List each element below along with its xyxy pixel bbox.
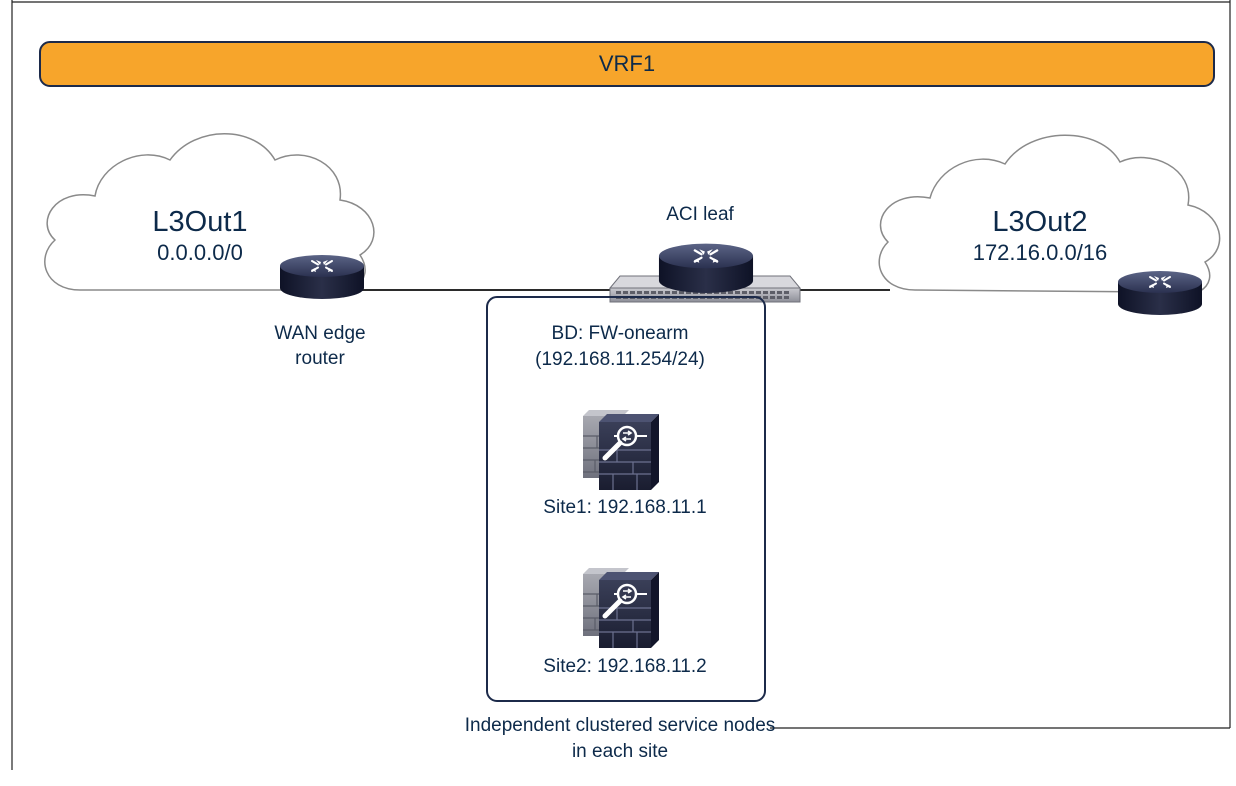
wan-router-label-line1: WAN edge (274, 323, 366, 344)
firewall-site1-label: Site1: 192.168.11.1 (543, 497, 707, 518)
l3out1-title: L3Out1 (152, 206, 248, 238)
caption-line2: in each site (571, 741, 669, 762)
l3out1-subnet: 0.0.0.0/0 (157, 240, 243, 265)
wan-router-label: WAN edge router (250, 322, 390, 371)
leaf-switch-icon (608, 242, 802, 303)
bridge-domain-subnet: (192.168.11.254/24) (535, 349, 705, 370)
cloud-icon (44, 133, 375, 295)
l3out2-title: L3Out2 (992, 206, 1088, 238)
firewall-icon (583, 568, 659, 648)
wan-router-label-line2: router (295, 347, 345, 369)
l3out2-subnet: 172.16.0.0/16 (972, 240, 1108, 265)
bridge-domain-name: BD: FW-onearm (551, 323, 689, 344)
vrf-label: VRF1 (598, 51, 656, 76)
vrf-bar (39, 41, 1215, 87)
cloud-icon (878, 134, 1221, 297)
aci-leaf-label: ACI leaf (666, 204, 734, 225)
caption-line1: Independent clustered service nodes (464, 715, 776, 736)
firewall-icon (583, 410, 659, 490)
firewall-site2-label: Site2: 192.168.11.2 (543, 656, 707, 677)
bridge-domain-box (486, 296, 766, 702)
router-icon (1117, 270, 1203, 316)
